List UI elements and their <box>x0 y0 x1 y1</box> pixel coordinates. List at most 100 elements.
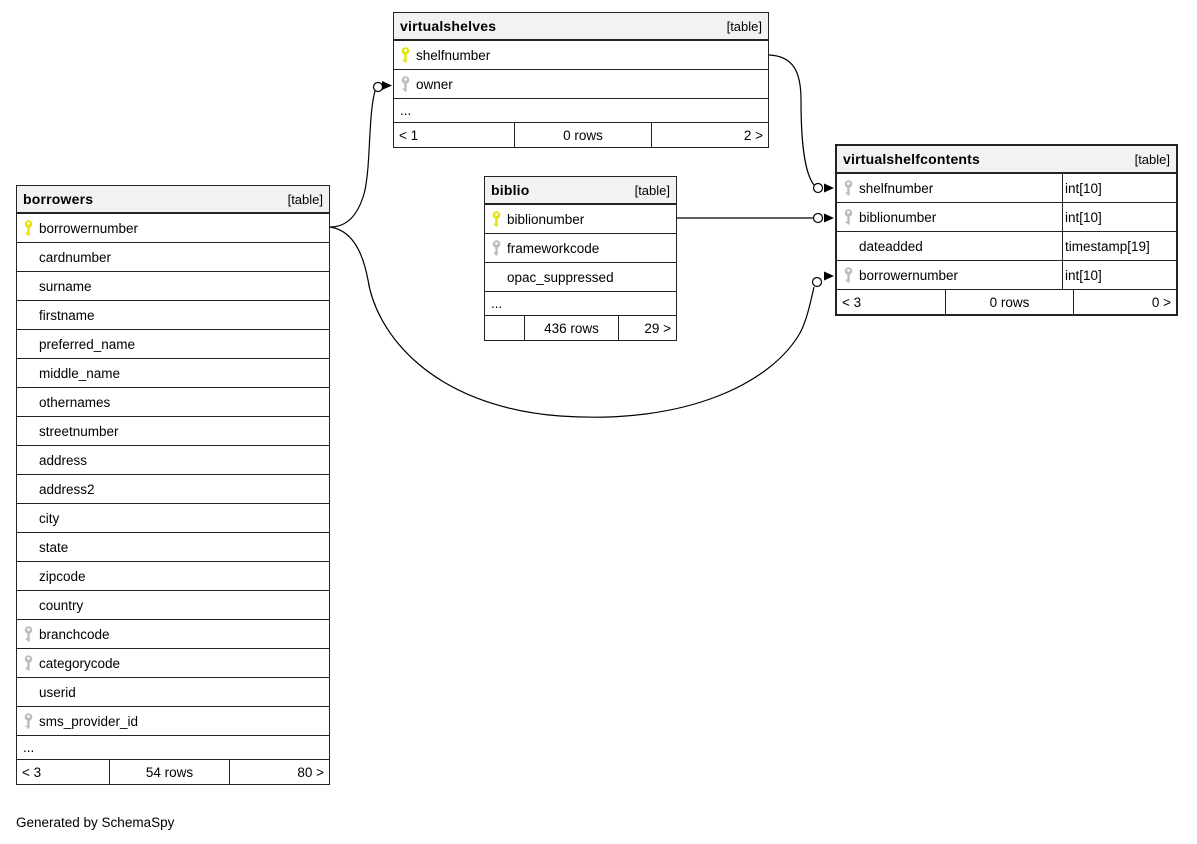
primary-key-icon <box>394 47 416 63</box>
column-row: userid <box>17 678 329 707</box>
foreign-key-icon <box>837 180 859 196</box>
table-title[interactable]: virtualshelfcontents <box>843 151 981 167</box>
column-name: sms_provider_id <box>39 713 139 729</box>
fk-endpoint-arrow-icon <box>382 81 392 90</box>
column-row: borrowernumber <box>17 214 329 243</box>
table-pager: < 3 54 rows 80 > <box>17 760 329 784</box>
table-title[interactable]: biblio <box>491 182 530 198</box>
ellipsis-label: ... <box>23 740 35 755</box>
foreign-key-icon <box>837 267 859 283</box>
column-row: country <box>17 591 329 620</box>
column-row: firstname <box>17 301 329 330</box>
column-name: dateadded <box>859 238 923 254</box>
column-row: categorycode <box>17 649 329 678</box>
column-row: middle_name <box>17 359 329 388</box>
fk-endpoint-circle <box>812 212 824 224</box>
column-row: shelfnumber <box>394 41 768 70</box>
ellipsis-label: ... <box>491 296 503 311</box>
table-type-tag: [table] <box>287 191 323 207</box>
table-title[interactable]: virtualshelves <box>400 18 497 34</box>
column-type: int[10] <box>1062 261 1176 289</box>
pager-next: 80 > <box>229 760 329 784</box>
column-row: zipcode <box>17 562 329 591</box>
column-row: othernames <box>17 388 329 417</box>
relationship-borrowers-to-virtualshelves <box>329 90 376 228</box>
column-row: cardnumber <box>17 243 329 272</box>
table-title[interactable]: borrowers <box>23 191 94 207</box>
fk-endpoint-circle <box>372 81 384 93</box>
column-name: biblionumber <box>507 211 585 227</box>
column-name: owner <box>416 76 453 92</box>
column-row: borrowernumber int[10] <box>837 261 1176 290</box>
column-row: biblionumber <box>485 205 676 234</box>
table-header: borrowers [table] <box>17 186 329 214</box>
primary-key-icon <box>17 220 39 236</box>
primary-key-icon <box>485 211 507 227</box>
column-name: branchcode <box>39 626 110 642</box>
row-count: 54 rows <box>109 760 229 784</box>
column-name: firstname <box>39 307 95 323</box>
ellipsis-label: ... <box>400 103 412 118</box>
table-pager: < 3 0 rows 0 > <box>837 290 1176 314</box>
column-name: country <box>39 597 84 613</box>
column-row: shelfnumber int[10] <box>837 174 1176 203</box>
table-header: virtualshelfcontents [table] <box>837 146 1176 174</box>
column-name: city <box>39 510 60 526</box>
column-row: sms_provider_id <box>17 707 329 736</box>
row-count: 0 rows <box>514 123 651 147</box>
column-name: userid <box>39 684 76 700</box>
table-borrowers[interactable]: borrowers [table] borrowernumber cardnum… <box>16 185 330 785</box>
foreign-key-icon <box>17 713 39 729</box>
column-name: borrowernumber <box>39 220 139 236</box>
column-row: biblionumber int[10] <box>837 203 1176 232</box>
pager-prev <box>485 316 524 340</box>
column-type: int[10] <box>1062 203 1176 231</box>
relationship-virtualshelves-to-virtualshelfcontents <box>768 54 815 186</box>
foreign-key-icon <box>485 240 507 256</box>
column-name: frameworkcode <box>507 240 600 256</box>
column-row: address <box>17 446 329 475</box>
pager-next: 29 > <box>618 316 676 340</box>
table-type-tag: [table] <box>634 182 670 198</box>
column-name: surname <box>39 278 92 294</box>
table-type-tag: [table] <box>1134 151 1170 167</box>
column-row: address2 <box>17 475 329 504</box>
column-name: othernames <box>39 394 111 410</box>
column-name: address <box>39 452 88 468</box>
fk-endpoint-circle <box>812 182 824 194</box>
column-row: opac_suppressed <box>485 263 676 292</box>
table-biblio[interactable]: biblio [table] biblionumber frameworkcod… <box>484 176 677 341</box>
pager-prev: < 1 <box>399 127 419 143</box>
column-row: surname <box>17 272 329 301</box>
more-columns-row: ... <box>394 99 768 123</box>
column-row: streetnumber <box>17 417 329 446</box>
column-name: categorycode <box>39 655 121 671</box>
table-pager: 436 rows 29 > <box>485 316 676 340</box>
foreign-key-icon <box>394 76 416 92</box>
more-columns-row: ... <box>485 292 676 316</box>
column-name: state <box>39 539 69 555</box>
column-row: dateadded timestamp[19] <box>837 232 1176 261</box>
more-columns-row: ... <box>17 736 329 760</box>
table-virtualshelfcontents[interactable]: virtualshelfcontents [table] shelfnumber… <box>835 144 1178 316</box>
pager-prev: < 3 <box>22 764 42 780</box>
foreign-key-icon <box>17 655 39 671</box>
column-name: middle_name <box>39 365 121 381</box>
table-virtualshelves[interactable]: virtualshelves [table] shelfnumber owner… <box>393 12 769 148</box>
table-header: biblio [table] <box>485 177 676 205</box>
column-row: state <box>17 533 329 562</box>
fk-endpoint-arrow-icon <box>824 213 834 223</box>
generator-note: Generated by SchemaSpy <box>16 815 175 830</box>
column-name: zipcode <box>39 568 86 584</box>
column-row: owner <box>394 70 768 99</box>
column-name: preferred_name <box>39 336 136 352</box>
column-name: shelfnumber <box>859 180 934 196</box>
table-header: virtualshelves [table] <box>394 13 768 41</box>
foreign-key-icon <box>17 626 39 642</box>
fk-endpoint-circle <box>811 276 823 288</box>
pager-next: 0 > <box>1073 290 1176 314</box>
fk-endpoint-arrow-icon <box>824 271 834 281</box>
column-row: frameworkcode <box>485 234 676 263</box>
